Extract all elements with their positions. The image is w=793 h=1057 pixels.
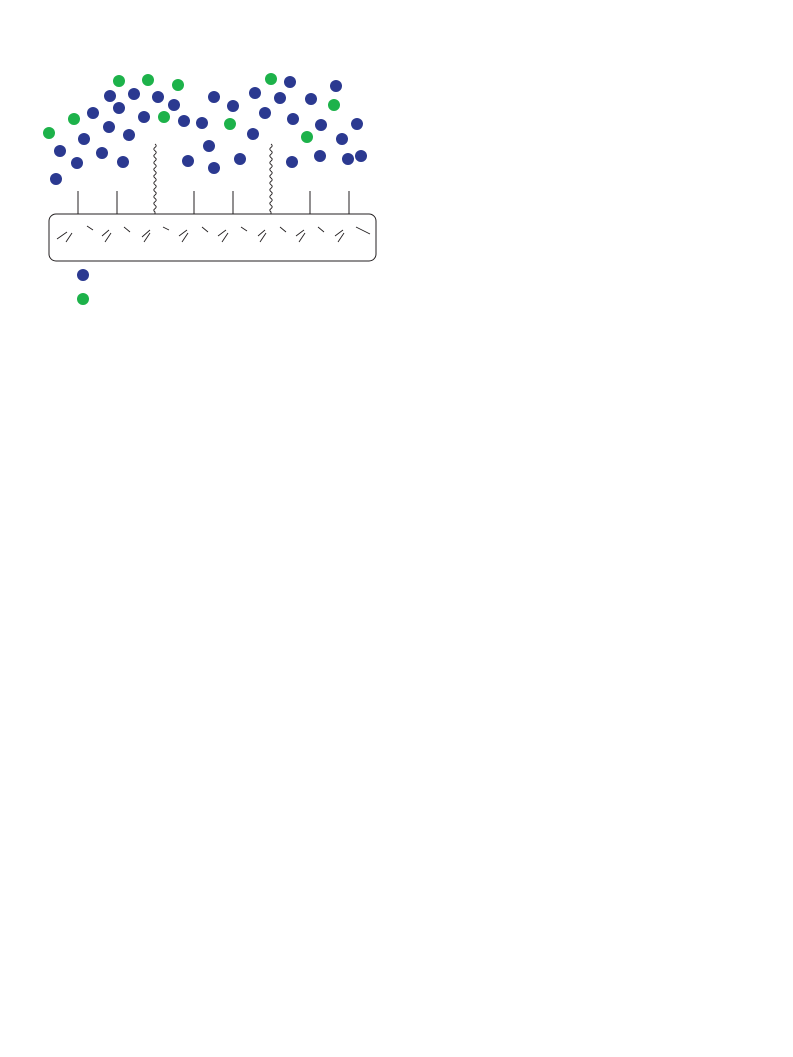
surface-texture-stroke xyxy=(86,225,94,231)
green-particle xyxy=(68,113,80,125)
blue-particle xyxy=(315,119,327,131)
green-particle xyxy=(158,111,170,123)
blue-particle xyxy=(87,107,99,119)
surface-texture-stroke xyxy=(240,226,248,232)
blue-particle xyxy=(54,145,66,157)
green-particle xyxy=(113,75,125,87)
blue-particle xyxy=(227,100,239,112)
surface-texture-stroke xyxy=(259,232,267,243)
wavy-stalk xyxy=(269,143,273,214)
surface-texture-stroke xyxy=(279,226,287,233)
surface-texture-stroke xyxy=(123,226,131,233)
blue-particle xyxy=(249,87,261,99)
green-particle xyxy=(142,74,154,86)
blue-particle xyxy=(168,99,180,111)
blue-particle xyxy=(314,150,326,162)
green-particle xyxy=(301,131,313,143)
surface-texture-stroke xyxy=(334,229,344,237)
blue-particle xyxy=(351,118,363,130)
green-particle xyxy=(172,79,184,91)
blue-particle xyxy=(284,76,296,88)
blue-particle xyxy=(78,133,90,145)
blue-particle xyxy=(355,150,367,162)
blue-particle xyxy=(123,129,135,141)
surface-texture-stroke xyxy=(162,226,170,231)
blue-particle xyxy=(71,157,83,169)
blue-particle xyxy=(234,153,246,165)
blue-particle xyxy=(342,153,354,165)
blue-particle xyxy=(117,156,129,168)
blue-particle xyxy=(128,88,140,100)
blue-particle xyxy=(336,133,348,145)
blue-particle xyxy=(203,140,215,152)
blue-particle xyxy=(50,173,62,185)
blue-particle xyxy=(178,115,190,127)
surface-texture-stroke xyxy=(217,229,227,237)
surface-texture-stroke xyxy=(337,232,345,243)
blue-particle xyxy=(152,91,164,103)
blue-particle xyxy=(286,156,298,168)
surface-texture-stroke xyxy=(298,232,306,243)
blue-particle xyxy=(196,117,208,129)
blue-particle xyxy=(330,80,342,92)
surface-texture-stroke xyxy=(295,229,305,237)
blue-particle xyxy=(274,92,286,104)
blue-particle xyxy=(113,102,125,114)
blue-particle xyxy=(138,111,150,123)
legend xyxy=(77,269,89,305)
blue-particle xyxy=(247,128,259,140)
blue-particle xyxy=(103,121,115,133)
green-particle xyxy=(265,73,277,85)
blue-particle xyxy=(259,107,271,119)
particles-layer xyxy=(43,73,367,185)
blue-particle xyxy=(208,162,220,174)
surface-texture-stroke xyxy=(65,232,73,243)
blue-particle xyxy=(182,155,194,167)
surface-texture-stroke xyxy=(317,226,325,233)
green-particle xyxy=(328,99,340,111)
green-particle xyxy=(43,127,55,139)
surface-texture-stroke xyxy=(221,232,229,243)
legend-green-particle xyxy=(77,293,89,305)
surface-texture-stroke xyxy=(141,229,151,238)
surface-texture-stroke xyxy=(181,232,189,243)
surface-block xyxy=(48,213,377,262)
blue-particle xyxy=(96,147,108,159)
surface-texture-stroke xyxy=(56,231,68,240)
surface-texture-stroke xyxy=(257,229,266,237)
green-particle xyxy=(224,118,236,130)
surface-texture-stroke xyxy=(101,229,110,237)
surface-stalks xyxy=(77,143,350,214)
surface-texture-stroke xyxy=(143,232,151,243)
surface-texture-stroke xyxy=(201,226,209,233)
surface-texture-stroke xyxy=(178,229,188,237)
surface-texture-stroke xyxy=(355,226,371,235)
blue-particle xyxy=(104,90,116,102)
surface-rectangle xyxy=(48,213,377,262)
blue-particle xyxy=(208,91,220,103)
legend-blue-particle xyxy=(77,269,89,281)
surface-texture-stroke xyxy=(104,232,112,243)
blue-particle xyxy=(305,93,317,105)
wavy-stalk xyxy=(153,143,157,214)
blue-particle xyxy=(287,113,299,125)
